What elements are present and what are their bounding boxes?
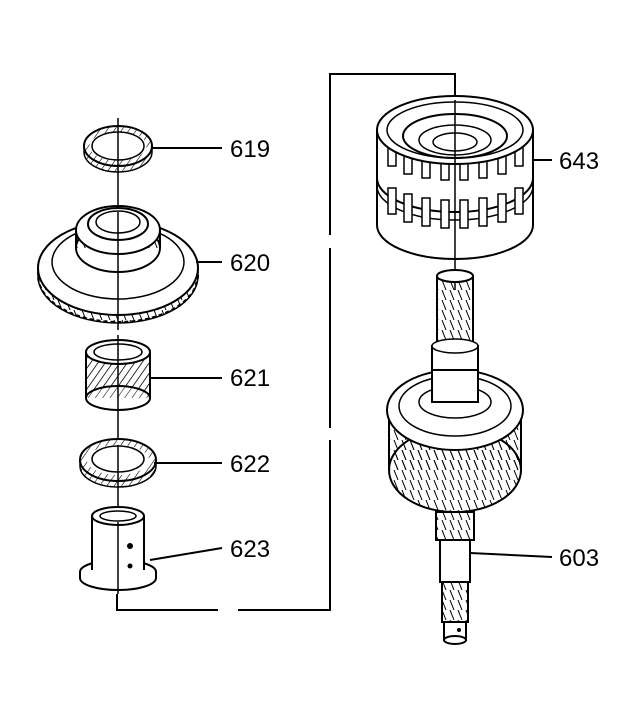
label-619: 619 bbox=[230, 136, 270, 163]
connection-line bbox=[116, 73, 456, 611]
label-621: 621 bbox=[230, 365, 270, 392]
leader-623 bbox=[149, 547, 223, 561]
label-603: 603 bbox=[559, 545, 599, 572]
leader-603 bbox=[469, 552, 553, 558]
shaft-gear-603 bbox=[386, 269, 524, 645]
label-620: 620 bbox=[230, 250, 270, 277]
label-643: 643 bbox=[559, 148, 599, 175]
label-622: 622 bbox=[230, 451, 270, 478]
label-623: 623 bbox=[230, 536, 270, 563]
